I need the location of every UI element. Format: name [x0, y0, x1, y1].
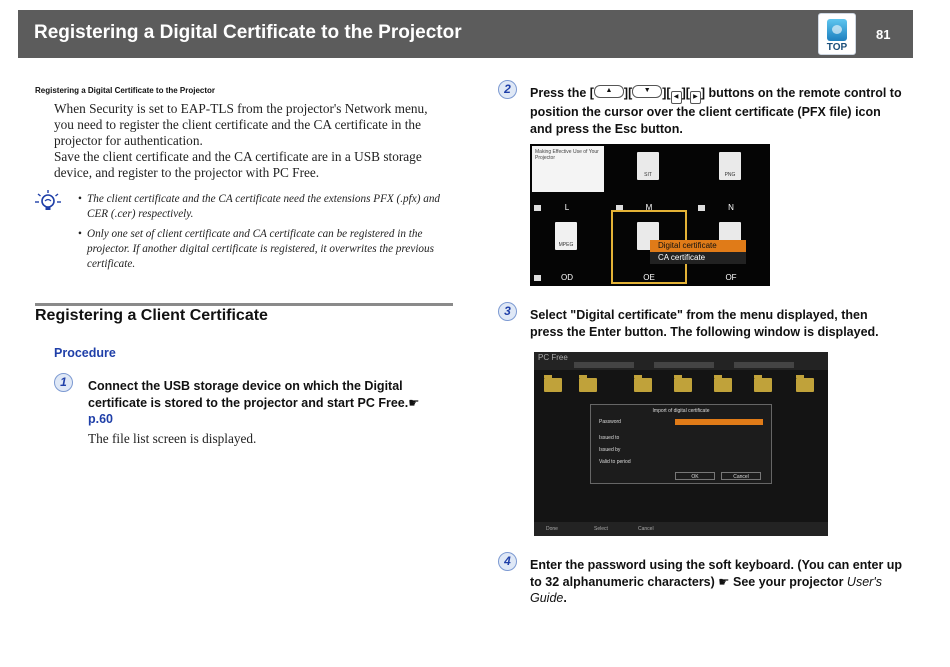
folder-icon: [544, 375, 562, 392]
breadcrumb: Registering a Digital Certificate to the…: [35, 86, 216, 95]
page-header: Registering a Digital Certificate to the…: [18, 10, 913, 58]
top-button[interactable]: TOP: [818, 13, 856, 55]
file-tile: PNG N: [694, 144, 768, 212]
file-label: OD: [561, 273, 573, 282]
file-type-icon: [534, 275, 541, 281]
context-menu: Digital certificate CA certificate: [650, 240, 746, 264]
password-field[interactable]: [675, 419, 763, 425]
import-dialog-screenshot: PC Free Import of digital certificate Pa…: [534, 352, 828, 536]
footer-select: Select: [594, 526, 608, 532]
hand-pointer-icon: ☛: [718, 573, 730, 589]
guide-title: User's Guide: [530, 574, 882, 606]
step-2-instruction-a: Press the [: [530, 86, 594, 100]
page-number: 81: [876, 27, 891, 42]
step-4-instruction: Enter the password using the soft keyboa…: [530, 558, 903, 589]
file-label: L: [564, 203, 570, 212]
lightbulb-icon: [35, 190, 61, 210]
procedure-label: Procedure: [54, 346, 116, 360]
nav-bar: [574, 362, 634, 368]
folder-icon: [714, 375, 732, 392]
step-3-text: Select "Digital certificate" from the me…: [530, 308, 879, 339]
intro-text: When Security is set to EAP-TLS from the…: [54, 101, 444, 181]
file-tile: SIT M: [612, 144, 686, 212]
pc-free-toolbar: PC Free: [534, 352, 828, 370]
import-dialog: Import of digital certificate Password I…: [590, 404, 772, 484]
camera-icon: [698, 205, 705, 211]
folder-icon: [796, 375, 814, 392]
step-badge: 4: [498, 552, 517, 571]
note-item: Only one set of client certificate and C…: [78, 227, 458, 272]
valid-period-label: Valid to period: [599, 459, 631, 465]
folder-icon: [579, 375, 597, 392]
document-thumbnail: Making Effective Use of Your Projector: [532, 146, 604, 192]
folder-icon: [634, 375, 652, 392]
screen-footer: Done Select Cancel: [534, 522, 828, 536]
footer-done: Done: [546, 526, 558, 532]
file-label: OF: [725, 273, 737, 282]
file-icon: PNG: [719, 152, 741, 180]
section-divider: [35, 303, 453, 306]
file-type-icon: [616, 205, 623, 211]
page-link[interactable]: p.60: [88, 412, 114, 426]
file-tile: MPEG OD: [530, 214, 604, 282]
folder-icon: [754, 375, 772, 392]
down-key-icon: [632, 83, 663, 100]
right-key-icon: ▶: [689, 91, 701, 104]
screen-title: PC Free: [538, 353, 568, 362]
nav-bar: [654, 362, 714, 368]
file-label: M: [645, 203, 653, 212]
step-2-text: Press the [][][◀][▶] buttons on the remo…: [530, 83, 902, 137]
step-badge: 3: [498, 302, 517, 321]
file-icon: SIT: [637, 152, 659, 180]
issued-to-label: Issued to: [599, 435, 620, 441]
file-tile: Making Effective Use of Your Projector L: [530, 144, 604, 212]
file-label: OE: [643, 273, 655, 282]
top-label: TOP: [826, 42, 848, 53]
intro-paragraph: Save the client certificate and the CA c…: [54, 149, 422, 180]
page-title: Registering a Digital Certificate to the…: [34, 22, 462, 43]
file-list-screenshot: Making Effective Use of Your Projector L…: [530, 144, 770, 286]
intro-paragraph: When Security is set to EAP-TLS from the…: [54, 101, 428, 148]
issued-by-label: Issued by: [599, 447, 621, 453]
menu-item-digital-certificate[interactable]: Digital certificate: [650, 240, 746, 252]
step-1-result: The file list screen is displayed.: [88, 431, 257, 446]
step-1-text: Connect the USB storage device on which …: [88, 378, 423, 428]
up-key-icon: [593, 83, 624, 100]
footer-cancel: Cancel: [638, 526, 654, 532]
step-1-instruction: Connect the USB storage device on which …: [88, 379, 409, 410]
folder-icon: [674, 375, 692, 392]
menu-item-ca-certificate[interactable]: CA certificate: [650, 252, 746, 264]
projector-icon: [827, 19, 847, 41]
left-key-icon: ◀: [670, 91, 682, 104]
file-icon: MPEG: [555, 222, 577, 250]
step-badge: 2: [498, 80, 517, 99]
sentence-end: .: [563, 591, 567, 605]
nav-bar: [734, 362, 794, 368]
file-type-icon: [534, 205, 541, 211]
notes-list: The client certificate and the CA certif…: [78, 192, 458, 277]
file-label: N: [728, 203, 734, 212]
note-item: The client certificate and the CA certif…: [78, 192, 458, 222]
password-label: Password: [599, 419, 621, 425]
section-title: Registering a Client Certificate: [35, 307, 268, 324]
ok-button[interactable]: OK: [675, 472, 715, 480]
step-badge: 1: [54, 373, 73, 392]
step-2-instruction-b: ] buttons on the remote control to posit…: [530, 86, 902, 136]
dialog-title: Import of digital certificate: [652, 408, 710, 414]
step-4-text: Enter the password using the soft keyboa…: [530, 557, 905, 607]
see-reference: See your projector: [732, 574, 844, 589]
cancel-button[interactable]: Cancel: [721, 472, 761, 480]
hand-pointer-icon: ☛: [408, 394, 420, 410]
